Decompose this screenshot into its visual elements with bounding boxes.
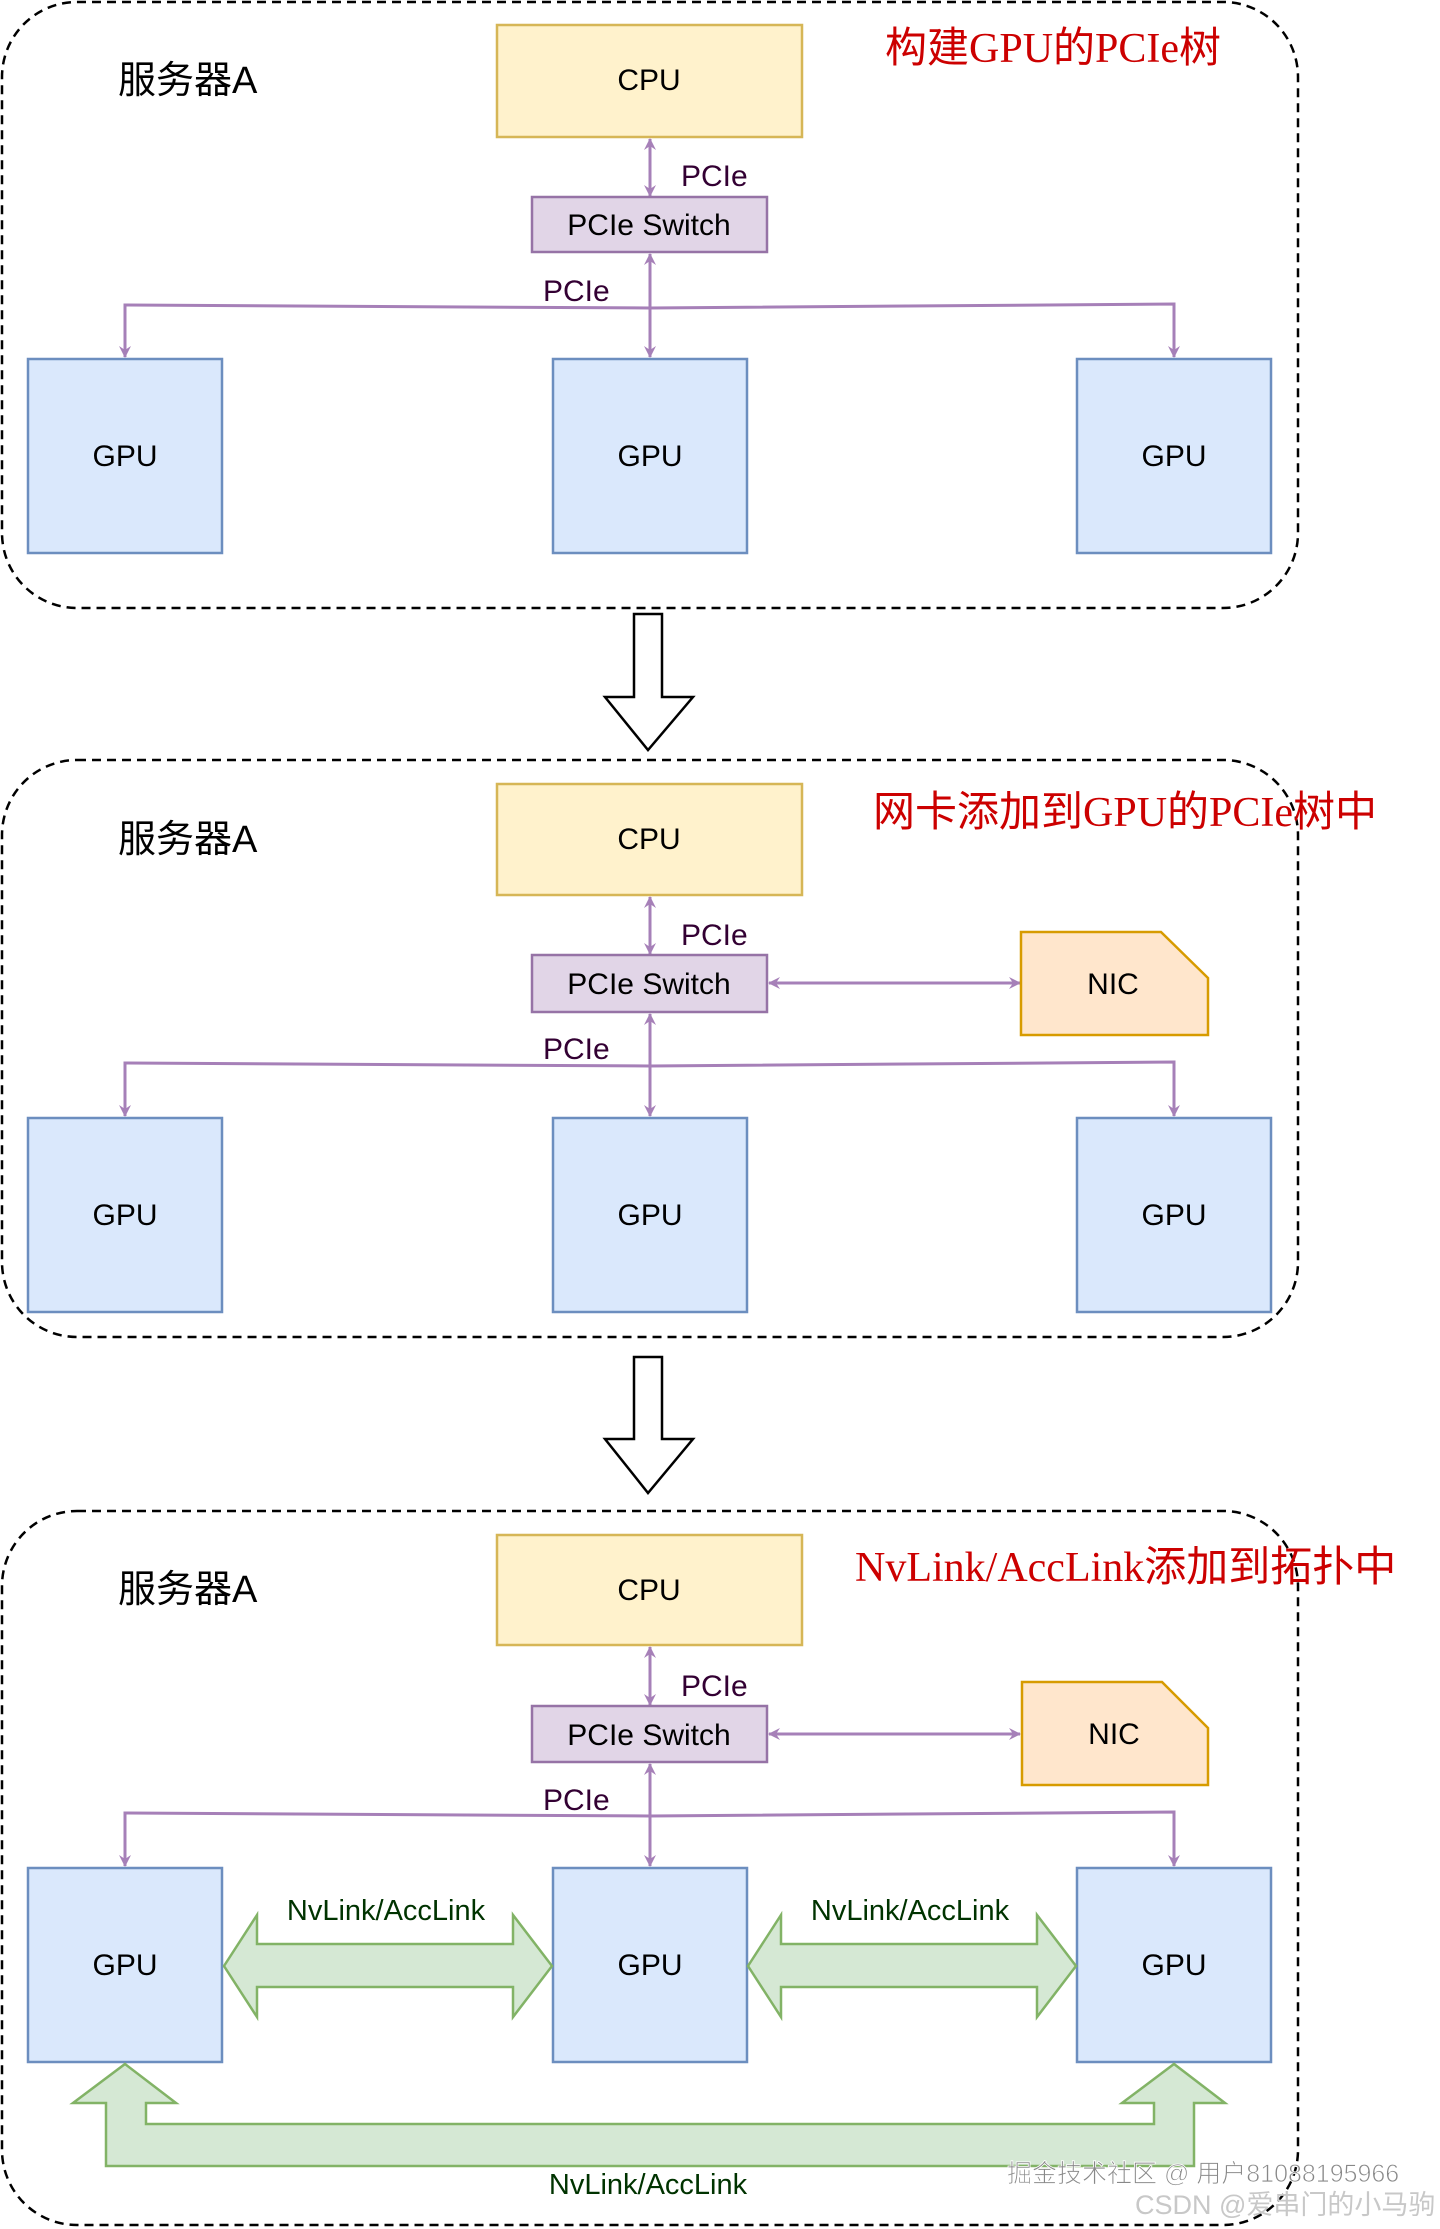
gpu-label-1: GPU xyxy=(92,440,157,473)
gpu-box-1[interactable] xyxy=(26,357,224,555)
gpu-label-1: GPU xyxy=(92,1949,157,1982)
gpu-box-3[interactable] xyxy=(1075,1866,1273,2064)
gpu-bus-left xyxy=(119,1061,651,1117)
cpu-label: CPU xyxy=(617,1574,680,1607)
nvlink-label-2: NvLink/AccLink xyxy=(811,1895,1010,1927)
server-label: 服务器A xyxy=(118,1569,258,1611)
gpu-bus-right xyxy=(649,1810,1180,1867)
server-container xyxy=(0,758,1300,1339)
pcie-switch-box[interactable] xyxy=(530,1704,769,1764)
section-title: NvLink/AccLink添加到拓扑中 xyxy=(855,1545,1396,1591)
cpu-box[interactable] xyxy=(495,23,804,139)
nvlink-arrow-gpu1-gpu3 xyxy=(69,2062,1229,2168)
cpu-link-label: PCIe xyxy=(681,1670,748,1703)
server-label: 服务器A xyxy=(118,819,258,861)
server-label: 服务器A xyxy=(118,60,258,102)
gpu-bus-label: PCIe xyxy=(543,1784,610,1817)
gpu-box-1[interactable] xyxy=(26,1116,224,1314)
gpu-box-1[interactable] xyxy=(26,1866,224,2064)
nic-label: NIC xyxy=(1087,968,1139,1001)
section-build-pcie-tree: 服务器A 构建GPU的PCIe树 CPU PCIe PCIe Switch PC… xyxy=(0,0,1300,610)
section-title: 网卡添加到GPU的PCIe树中 xyxy=(873,790,1377,836)
gpu-bus-left xyxy=(119,303,651,358)
nic-label: NIC xyxy=(1088,1718,1140,1751)
watermark-csdn: CSDN @爱串门的小马驹 xyxy=(1135,2190,1435,2220)
section-add-nic: 服务器A 网卡添加到GPU的PCIe树中 CPU PCIe PCIe Switc… xyxy=(0,758,1377,1339)
nvlink-label-1: NvLink/AccLink xyxy=(287,1895,486,1927)
cpu-box[interactable] xyxy=(495,1533,804,1647)
gpu-label-3: GPU xyxy=(1141,440,1206,473)
server-container xyxy=(0,1509,1300,2227)
cpu-label: CPU xyxy=(617,823,680,856)
step-arrow-2 xyxy=(602,1355,696,1495)
nvlink-label-3: NvLink/AccLink xyxy=(549,2169,748,2201)
pcie-switch-box[interactable] xyxy=(530,953,769,1014)
gpu-label-3: GPU xyxy=(1141,1949,1206,1982)
nvlink-arrow-gpu2-gpu3 xyxy=(746,1910,1078,2022)
nvlink-arrow-gpu1-gpu2 xyxy=(222,1910,554,2022)
step-arrow-1 xyxy=(602,612,696,752)
gpu-box-3[interactable] xyxy=(1075,357,1273,555)
gpu-bus-left xyxy=(119,1811,651,1867)
pcie-switch-label: PCIe Switch xyxy=(567,968,730,1001)
cpu-link-label: PCIe xyxy=(681,160,748,193)
gpu-box-2[interactable] xyxy=(551,1116,749,1314)
server-container xyxy=(0,0,1300,610)
gpu-label-1: GPU xyxy=(92,1199,157,1232)
gpu-bus-label: PCIe xyxy=(543,275,610,308)
pcie-switch-label: PCIe Switch xyxy=(567,1719,730,1752)
pcie-switch-label: PCIe Switch xyxy=(567,209,730,242)
section-title: 构建GPU的PCIe树 xyxy=(885,26,1221,72)
nic-card[interactable] xyxy=(1020,1680,1210,1787)
cpu-link-label: PCIe xyxy=(681,919,748,952)
cpu-label: CPU xyxy=(617,64,680,97)
gpu-box-3[interactable] xyxy=(1075,1116,1273,1314)
gpu-label-2: GPU xyxy=(617,440,682,473)
nic-card[interactable] xyxy=(1019,930,1210,1037)
gpu-bus-label: PCIe xyxy=(543,1033,610,1066)
gpu-label-2: GPU xyxy=(617,1949,682,1982)
gpu-label-2: GPU xyxy=(617,1199,682,1232)
section-add-nvlink: 服务器A NvLink/AccLink添加到拓扑中 CPU PCIe PCIe … xyxy=(0,1509,1396,2227)
gpu-bus-right xyxy=(649,302,1180,358)
gpu-bus-right xyxy=(649,1060,1180,1117)
watermark-juejin: 掘金技术社区 @ 用户81088195966 xyxy=(1007,2160,1399,2188)
gpu-box-2[interactable] xyxy=(551,357,749,555)
cpu-box[interactable] xyxy=(495,782,804,897)
gpu-box-2[interactable] xyxy=(551,1866,749,2064)
pcie-switch-box[interactable] xyxy=(530,195,769,254)
gpu-label-3: GPU xyxy=(1141,1199,1206,1232)
